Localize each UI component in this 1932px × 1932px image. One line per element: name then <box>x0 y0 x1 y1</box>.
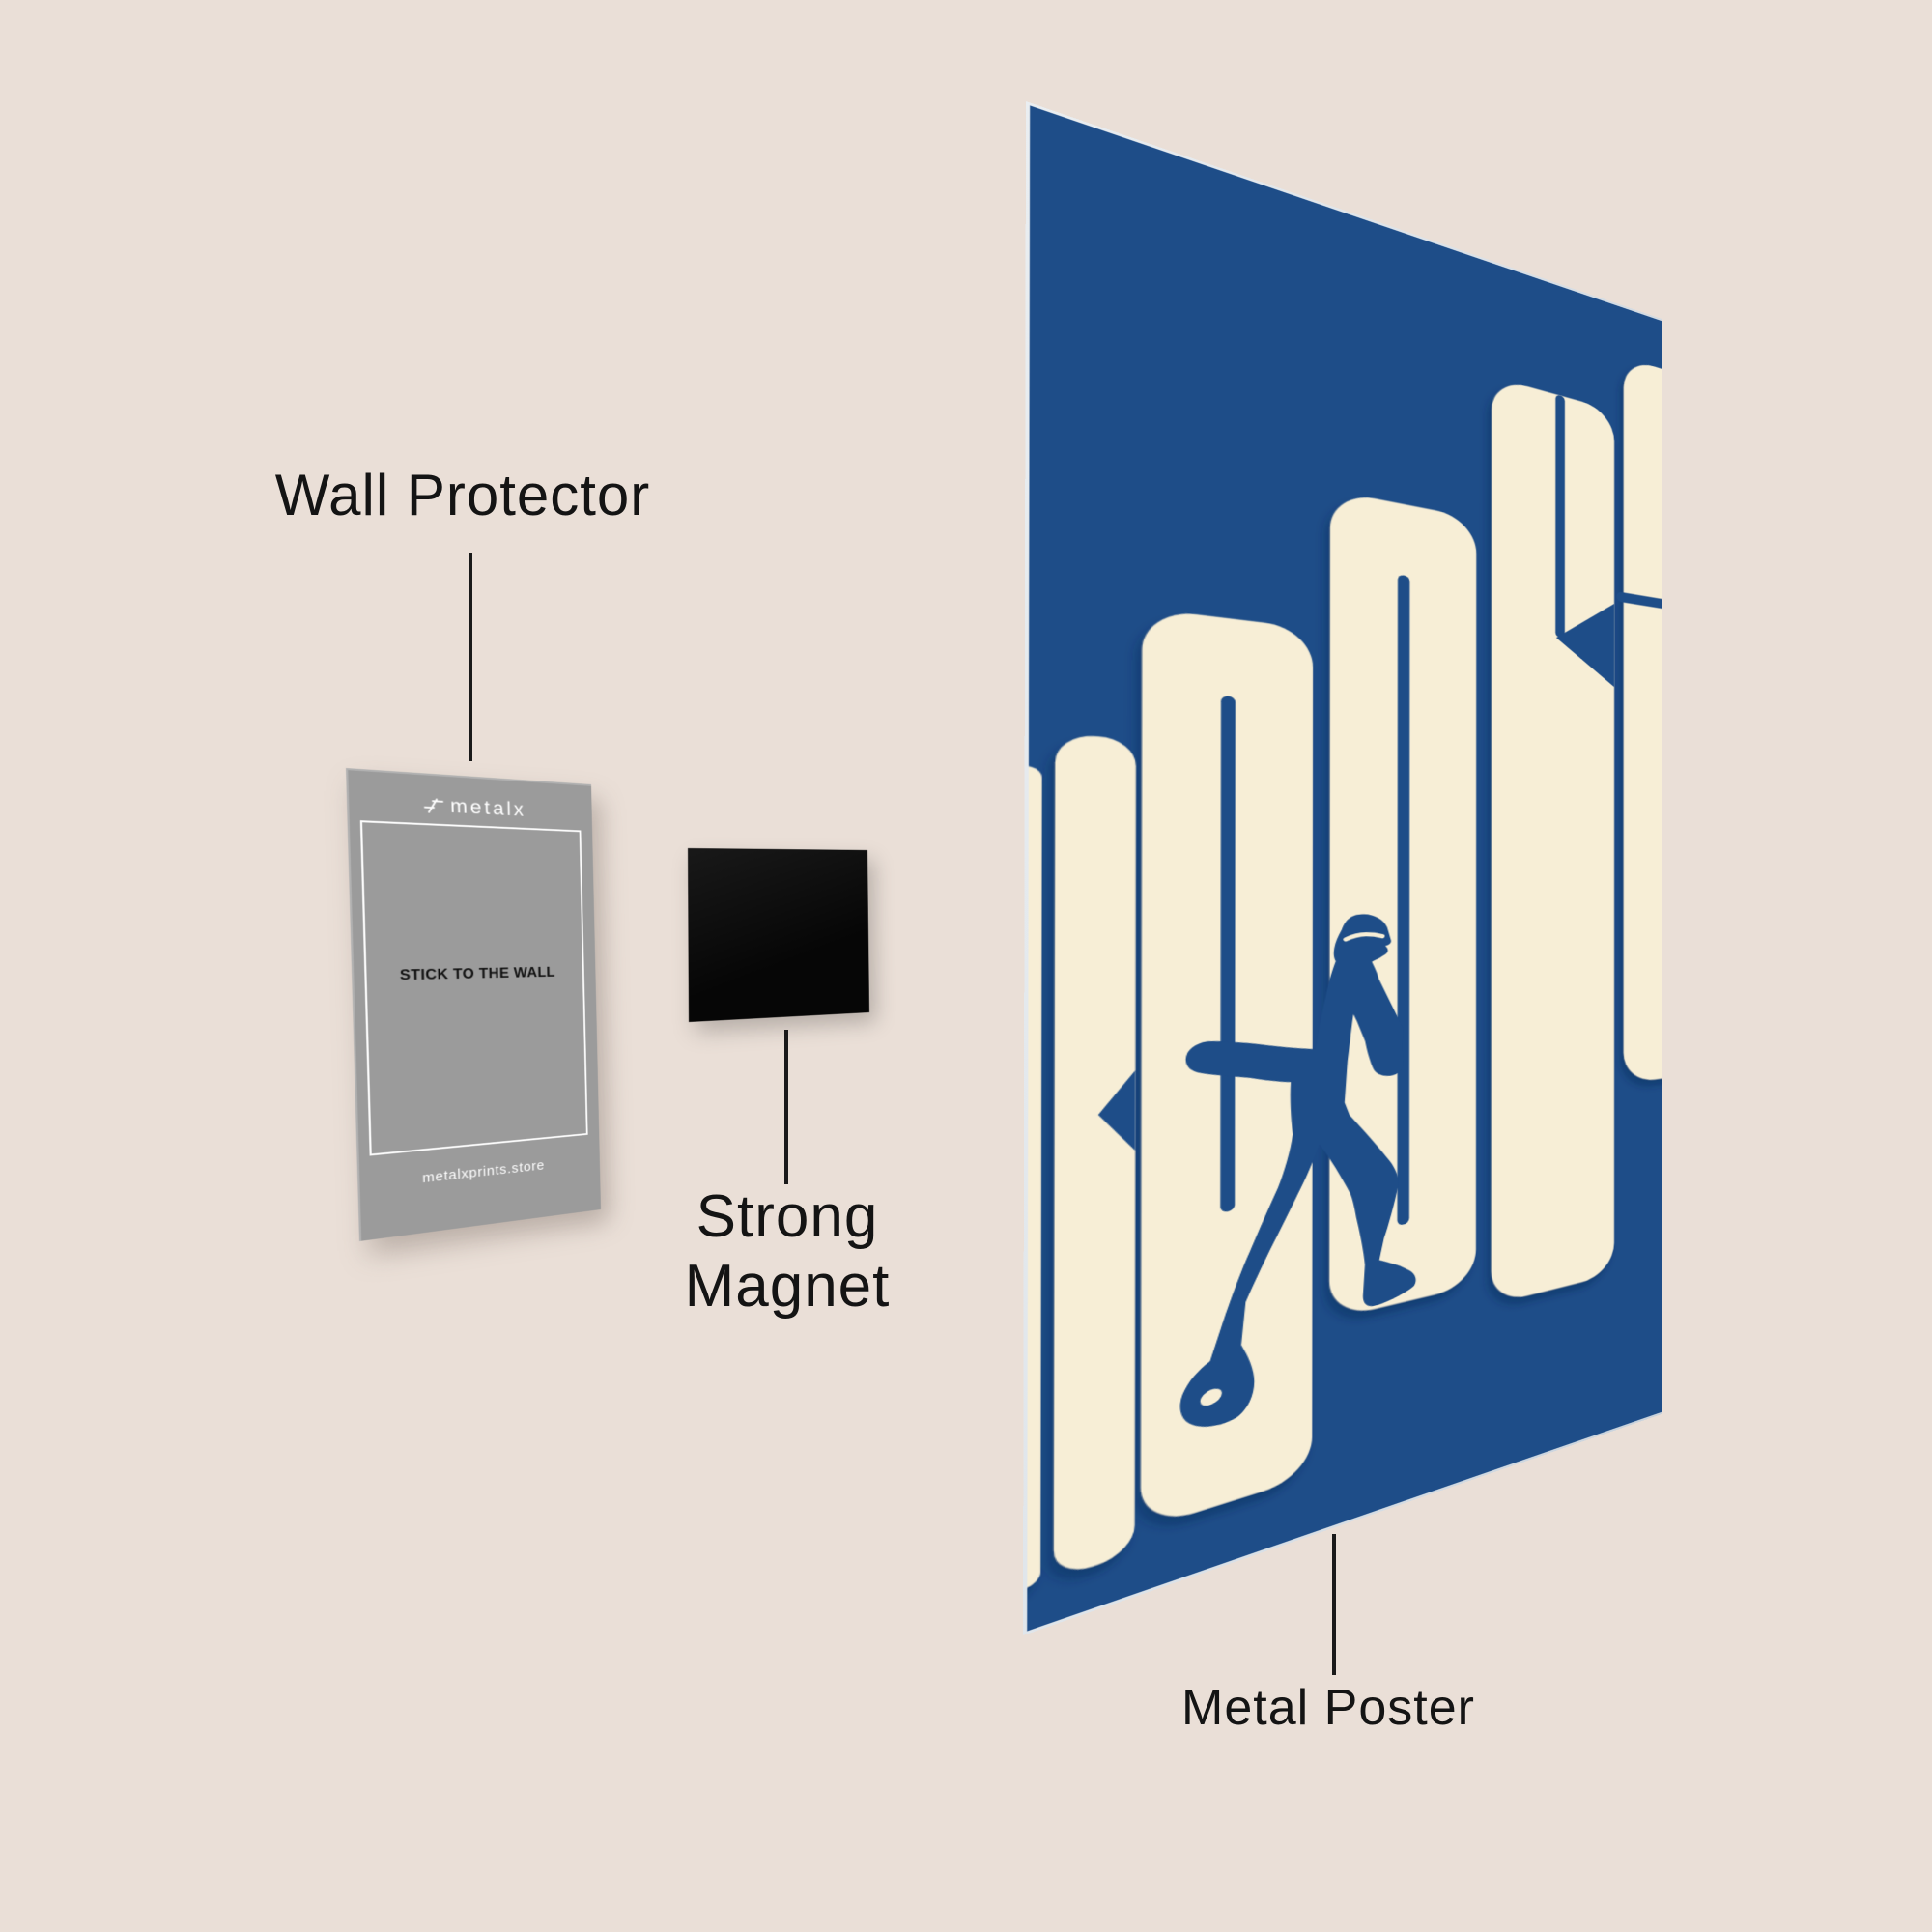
strong-magnet-label: Strong Magnet <box>685 1182 891 1321</box>
poster-letter-r <box>1027 764 1042 1602</box>
metal-poster-label: Metal Poster <box>1181 1680 1475 1736</box>
wall-protector-label: Wall Protector <box>274 463 651 527</box>
poster-letter-y <box>1623 356 1662 1084</box>
strong-magnet-connector-line <box>784 1030 788 1184</box>
strong-magnet-label-line2: Magnet <box>684 1252 891 1320</box>
metalx-brand-text: metalx <box>449 795 526 821</box>
magnet-square <box>688 848 869 1023</box>
wall-protector-connector-line <box>469 553 472 761</box>
poster-background <box>1027 105 1662 1632</box>
card-website: metalxprints.store <box>421 1158 546 1187</box>
metalx-logo-icon <box>423 798 443 814</box>
wall-protector-card: metalx STICK TO THE WALL metalxprints.st… <box>346 768 602 1241</box>
metal-poster-connector-line <box>1332 1534 1336 1675</box>
poster-letter-k <box>1491 376 1615 1305</box>
poster-letter-o <box>1140 608 1314 1530</box>
metalx-brand: metalx <box>347 789 592 824</box>
poster-art <box>1027 105 1662 1632</box>
strong-magnet-label-line1: Strong <box>696 1183 879 1250</box>
metal-poster <box>1023 101 1662 1635</box>
card-inner-frame <box>359 820 588 1156</box>
poster-title-letters <box>1027 356 1662 1602</box>
